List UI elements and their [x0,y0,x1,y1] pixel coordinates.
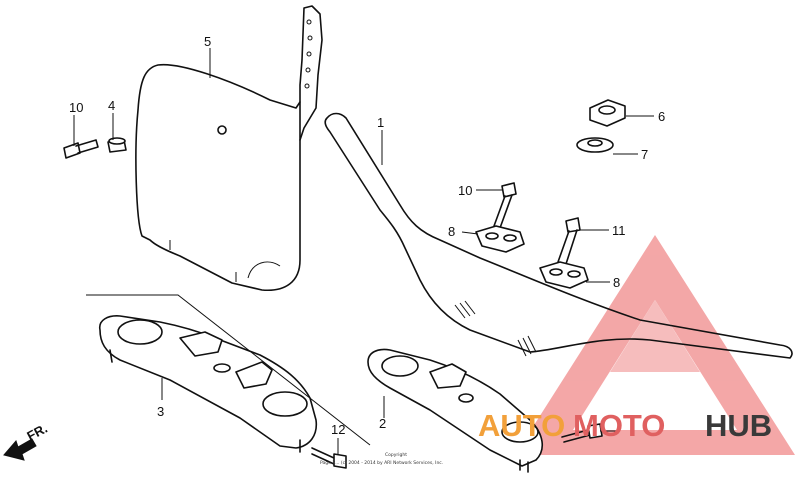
callout-8-upper: 8 [448,224,455,239]
callout-7: 7 [641,147,648,162]
holder-8-upper [475,225,525,253]
svg-text:Copyright: Copyright [385,452,407,458]
leader-lines [73,48,654,455]
callout-4: 4 [108,98,115,113]
watermark-moto: MOTO [573,408,665,443]
nut-6 [589,99,626,127]
bolt-11 [311,447,347,469]
collar-4 [107,137,127,153]
front-direction-arrow: FR. [3,421,50,461]
holder-8-lower [539,261,589,289]
bolt-12 [561,423,603,443]
callout-6: 6 [658,109,665,124]
bolt-10-lower [557,217,581,265]
bolt-9 [63,139,99,159]
callout-10-upper: 10 [458,183,472,198]
watermark-auto: AUTO [478,408,565,443]
bolt-10-upper [493,182,517,229]
callout-5: 5 [204,34,211,49]
callout-11: 12 [331,422,345,437]
callout-1: 1 [377,115,384,130]
callout-3: 3 [157,404,164,419]
lower-bracket-2 [367,348,543,473]
reference-line [86,294,371,446]
washer-7 [576,137,614,153]
callout-10-lower: 11 [612,223,626,238]
callout-8-lower: 8 [613,275,620,290]
copyright-notice: Copyright Page 2... (c) 2004 - 2014 by A… [320,452,443,466]
watermark-hub: HUB [705,408,772,443]
svg-text:Page 2... (c) 2004 - 2014 by A: Page 2... (c) 2004 - 2014 by ARI Network… [320,460,443,466]
handlebar [324,112,793,359]
direction-label: FR. [24,421,50,444]
watermark-text: AUTO MOTO HUB [478,408,772,443]
callout-9: 10 [69,100,83,115]
callout-numbers: 5 10 4 1 6 7 10 8 11 8 3 2 12 [69,34,665,437]
number-plate [135,5,323,291]
upper-bracket-3 [98,315,318,453]
watermark-logo [515,235,795,455]
callout-2: 2 [379,416,386,431]
